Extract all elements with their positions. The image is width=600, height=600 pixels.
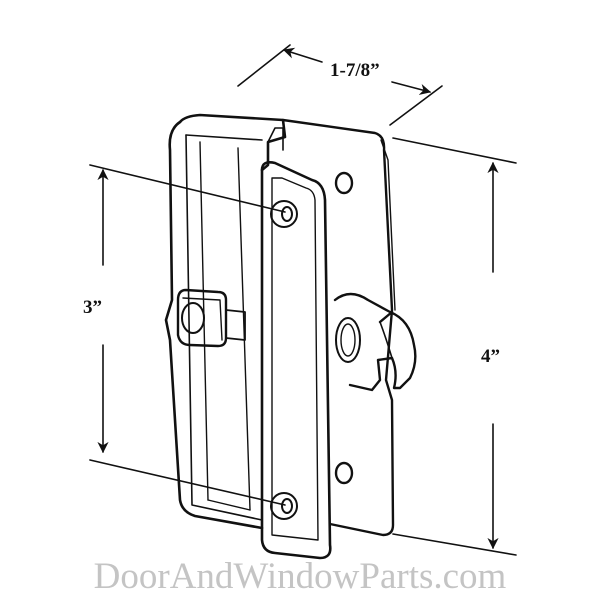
hole-spacing-dimension-label: 3” [83, 297, 102, 318]
latch-hook [333, 292, 417, 392]
height-dimension-label: 4” [481, 346, 500, 367]
width-dimension [237, 44, 443, 126]
width-dimension-label: 1-7/8” [330, 60, 380, 81]
slide-button [176, 288, 246, 348]
watermark-text: DoorAndWindowParts.com [93, 556, 507, 597]
mounting-plate [281, 118, 396, 537]
cover-plate [260, 161, 332, 560]
housing [164, 113, 287, 530]
height-dimension [392, 137, 517, 556]
